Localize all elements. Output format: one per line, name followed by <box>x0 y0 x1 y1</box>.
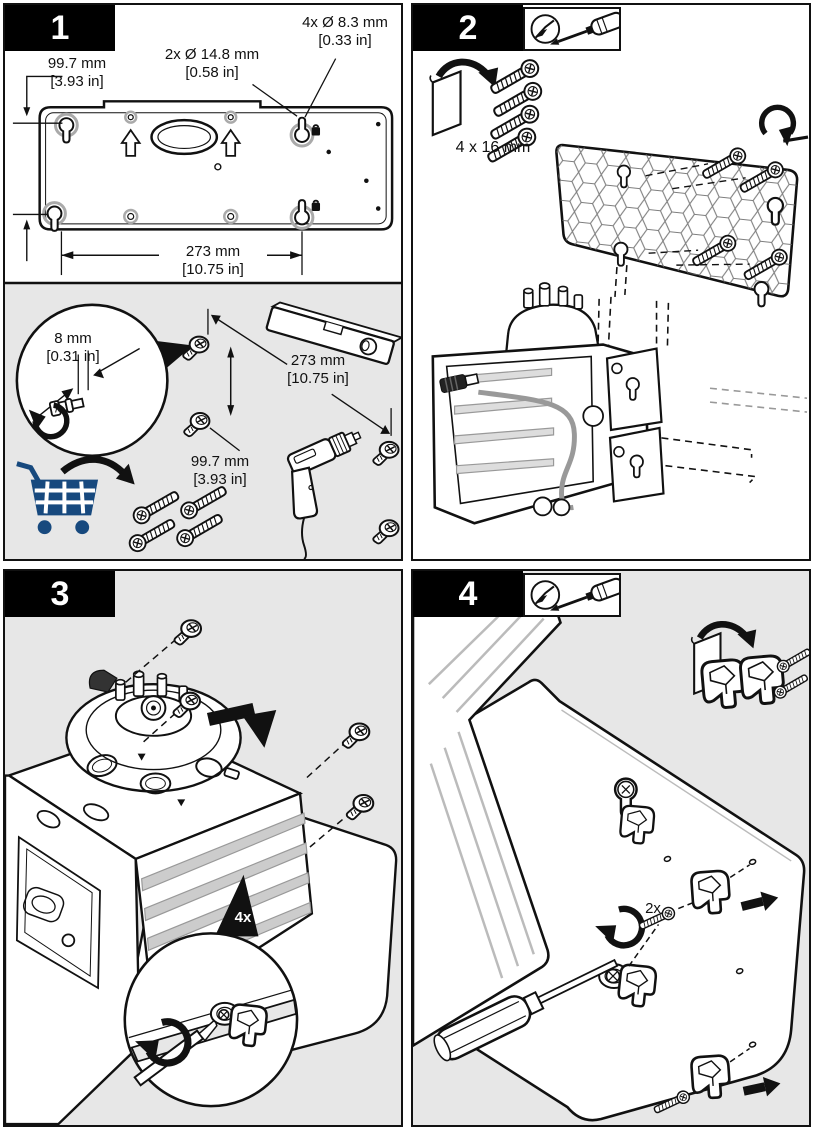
mounting-plate-drawing <box>38 100 394 232</box>
required-tool-box <box>523 573 627 620</box>
step1-illustration <box>5 5 401 559</box>
step2-illustration <box>413 5 809 559</box>
insert-arrow-icon <box>742 1076 781 1097</box>
instrument <box>5 669 314 1125</box>
dim-label-width: 273 mm [10.75 in] <box>159 243 267 279</box>
instrument-back-view <box>431 265 808 525</box>
probe-connector <box>439 373 480 393</box>
screwdriver-icon <box>530 9 627 54</box>
dim-label-large-holes: 2x Ø 14.8 mm [0.58 in] <box>164 46 260 81</box>
shopping-cart-icon <box>16 461 99 535</box>
magnifier-detail <box>15 303 194 458</box>
place-arrow-icon <box>206 703 277 748</box>
panel-step-2: 2 4 x 16 mm <box>411 3 811 561</box>
qty-label: 4x <box>234 909 252 926</box>
qty-label: 2x <box>645 900 661 917</box>
screwdriver <box>433 958 619 1062</box>
step-number: 1 <box>5 5 115 51</box>
dim-label-height: 99.7 mm [3.93 in] <box>47 55 107 90</box>
alignment-dashes <box>645 163 750 266</box>
insert-arrow-icon <box>740 891 779 911</box>
step-number: 3 <box>5 571 115 617</box>
panel-step-1: 1 2x Ø 14.8 mm [0.58 in] 4x Ø 8.3 mm [0.… <box>3 3 403 561</box>
spirit-level-icon <box>265 301 401 365</box>
up-arrow-icon <box>220 128 242 157</box>
dim-label-width2: 273 mm [10.75 in] <box>287 352 349 387</box>
step4-illustration <box>413 571 809 1125</box>
honeycomb-plate <box>555 143 799 308</box>
panel-step-4: 4 2x <box>411 569 811 1127</box>
plate-details <box>593 777 757 1048</box>
step-number: 2 <box>413 5 523 51</box>
screwdriver-icon <box>530 575 627 620</box>
step-number: 4 <box>413 571 523 617</box>
dim-label-height2: 99.7 mm [3.93 in] <box>190 453 250 488</box>
sensor-dome <box>65 669 242 807</box>
screw-size-label: 4 x 16 mm <box>455 139 531 156</box>
dim-label-small-holes: 4x Ø 8.3 mm [0.33 in] <box>302 14 388 49</box>
qty-callout-triangle <box>214 874 259 937</box>
screw-layout <box>182 308 400 545</box>
dim-label-screw-gap: 8 mm [0.31 in] <box>46 330 100 365</box>
required-tool-box <box>523 7 627 54</box>
up-arrow-icon <box>120 128 142 157</box>
take-arrow-icon <box>60 455 129 479</box>
panel-step-3: 3 4x <box>3 569 403 1127</box>
power-drill-icon <box>286 431 362 559</box>
step3-illustration <box>5 571 401 1125</box>
instrument-edge <box>413 609 562 1048</box>
magnifier-detail <box>123 932 299 1108</box>
